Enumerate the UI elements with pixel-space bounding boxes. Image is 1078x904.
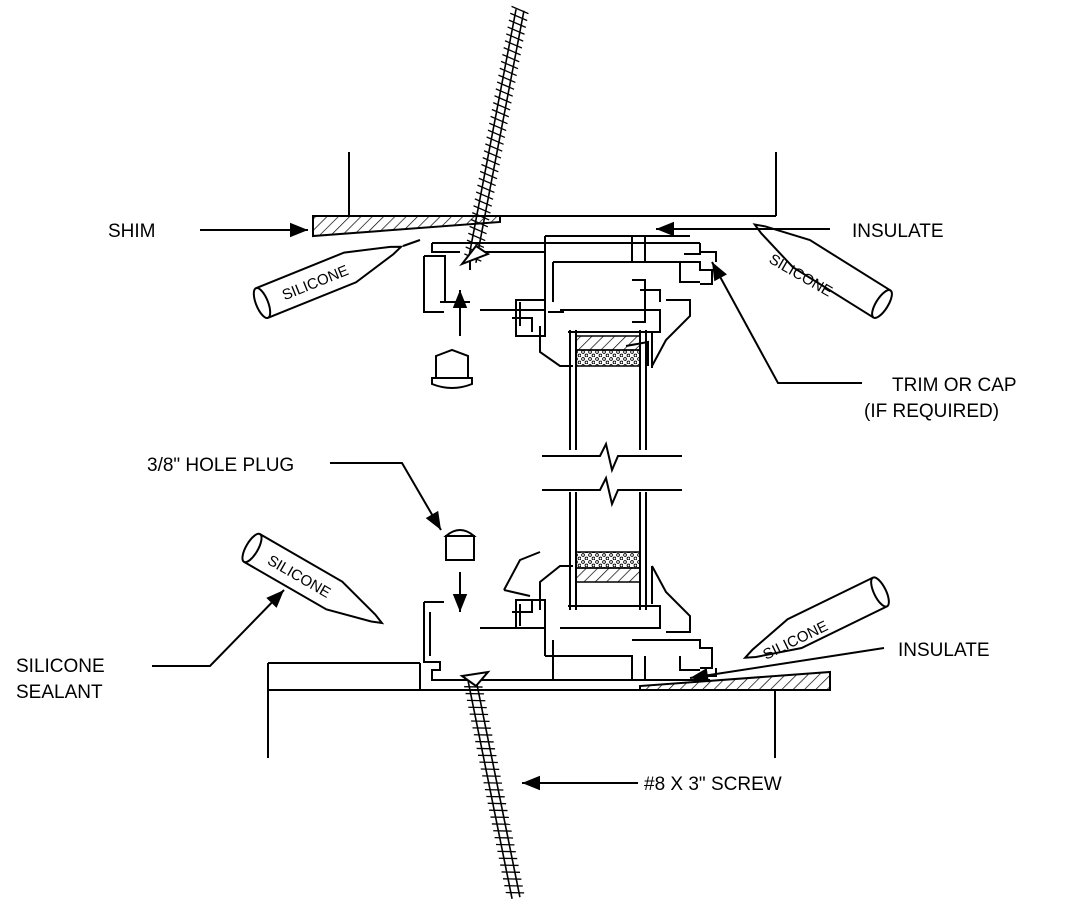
- silicone-tube-top-left: SILICONE: [252, 245, 404, 320]
- label-screw: #8 X 3" SCREW: [644, 774, 782, 795]
- insulate-bottom-leader: [689, 647, 885, 683]
- sill-frame-profile: [423, 551, 717, 681]
- label-trim-line1: TRIM OR CAP: [892, 375, 1017, 396]
- top-insulated-glass: [569, 330, 647, 450]
- label-trim-line2: (IF REQUIRED): [864, 401, 999, 422]
- tube-tip-top-left: [402, 239, 421, 247]
- top-break-line: [542, 441, 682, 474]
- bottom-break-line: [542, 475, 682, 508]
- tube-label: SILICONE: [766, 251, 835, 301]
- bottom-hole-plug: [443, 529, 477, 561]
- label-silicone-sealant-1: SILICONE: [16, 656, 105, 677]
- bottom-screw-head: [459, 670, 491, 688]
- shim-wedge: [312, 215, 501, 238]
- trim-leader: [711, 261, 862, 384]
- silicone-tube-bottom-right: [742, 576, 890, 659]
- label-shim: SHIM: [108, 221, 156, 242]
- silicone-tube-top-right: [752, 223, 893, 319]
- top-hole-plug: [431, 348, 473, 389]
- top-screw-head: [459, 244, 491, 267]
- silicone-sealant-leader: [152, 589, 285, 667]
- label-insulate-top: INSULATE: [852, 221, 944, 242]
- label-hole-plug: 3/8" HOLE PLUG: [147, 455, 294, 476]
- hole-plug-leader: [330, 462, 442, 531]
- label-silicone-sealant-2: SEALANT: [16, 682, 103, 703]
- sill-insulate-wedge: [639, 670, 831, 691]
- tube-label: SILICONE: [760, 618, 830, 664]
- screw: [462, 5, 529, 899]
- silicone-tube-bottom-left: SILICONE: [241, 532, 385, 625]
- bottom-insulated-glass: [569, 492, 647, 610]
- head-wall-opening: [348, 152, 777, 217]
- label-insulate-bottom: INSULATE: [898, 640, 990, 661]
